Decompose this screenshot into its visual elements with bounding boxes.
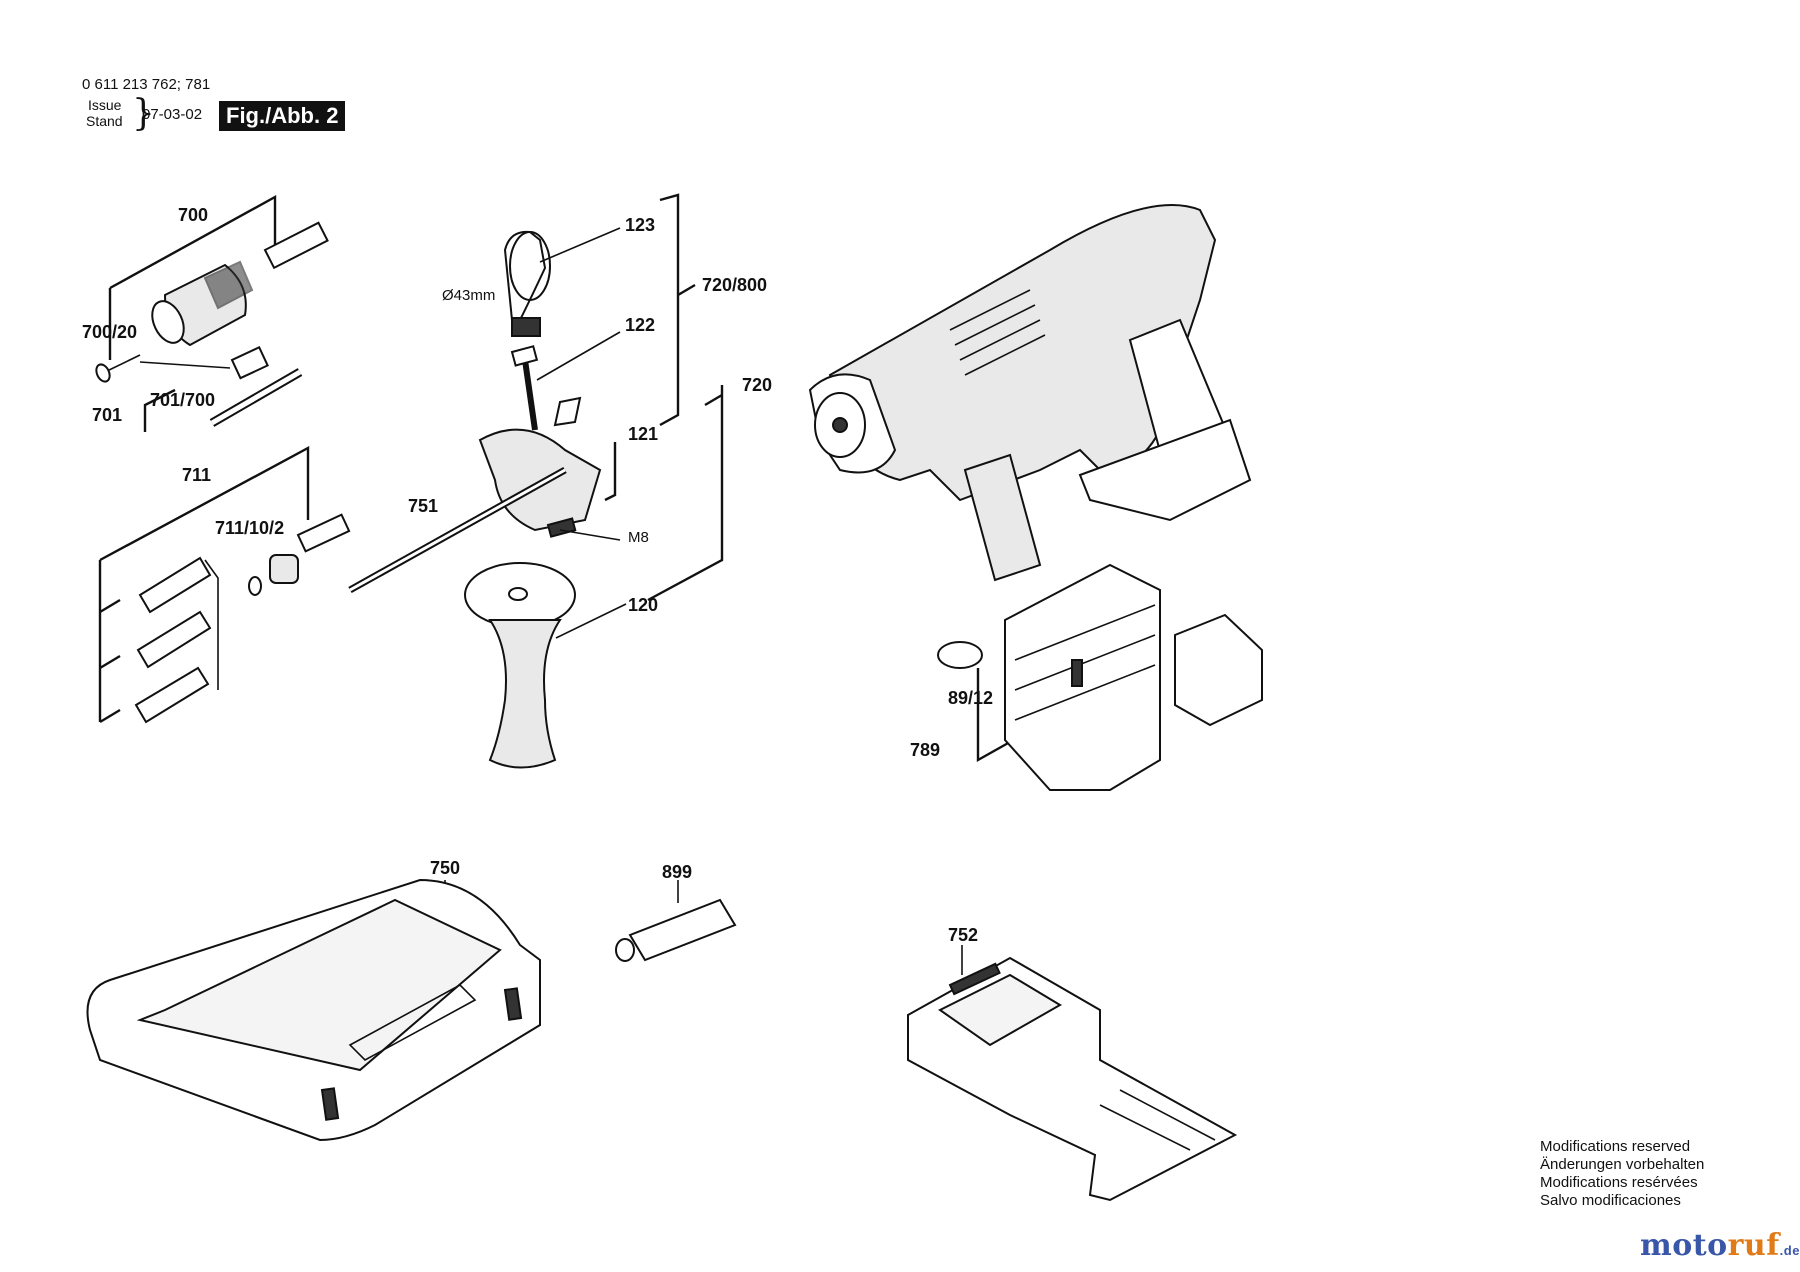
auxiliary-handle-group <box>348 193 724 769</box>
battery-pack <box>937 563 1263 791</box>
callout-700: 700 <box>178 205 209 225</box>
note-line-de: Änderungen vorbehalten <box>1540 1156 1705 1173</box>
modifications-note: Modifications reserved Änderungen vorbeh… <box>1540 1138 1704 1210</box>
callout-121: 121 <box>628 424 659 444</box>
grease-tube <box>615 880 737 962</box>
note-line-en: Modifications reserved <box>1540 1138 1691 1155</box>
figure-label: Fig./Abb. 2 <box>219 101 346 131</box>
callout-720-800: 720/800 <box>702 275 768 295</box>
callout-M8: M8 <box>628 529 649 546</box>
callout-720: 720 <box>742 375 773 395</box>
drill-chuck-group <box>95 194 329 432</box>
callout-43mm: Ø43mm <box>442 287 496 304</box>
date: 07-03-02 <box>142 106 203 123</box>
watermark-logo: motoruf.de <box>1640 1228 1800 1263</box>
callout-700-20: 700/20 <box>82 322 138 342</box>
note-line-fr: Modifications resérvées <box>1540 1174 1698 1191</box>
watermark-part2: ruf <box>1727 1228 1780 1263</box>
callout-701: 701 <box>92 405 123 425</box>
callout-751: 751 <box>408 496 439 516</box>
callout-750: 750 <box>430 858 461 878</box>
battery-charger <box>907 945 1238 1202</box>
stand-label: Stand <box>86 113 123 129</box>
hammer-drill-body <box>808 204 1252 582</box>
watermark-part1: moto <box>1640 1228 1728 1263</box>
callout-899: 899 <box>662 862 693 882</box>
part-number: 0 611 213 762; 781 <box>82 76 211 93</box>
issue-label: Issue <box>88 97 122 113</box>
callout-122: 122 <box>625 315 656 335</box>
callout-89-12: 89/12 <box>948 688 994 708</box>
callout-711-10-2: 711/10/2 <box>215 518 285 538</box>
brace-icon: } <box>132 93 155 134</box>
note-line-es: Salvo modificaciones <box>1540 1192 1681 1209</box>
callout-752: 752 <box>948 925 979 945</box>
callout-120: 120 <box>628 595 659 615</box>
callout-701-700: 701/700 <box>150 390 216 410</box>
callout-789: 789 <box>910 740 941 760</box>
screwdriver-bits-group <box>98 445 351 724</box>
carrying-case <box>86 878 541 1142</box>
callout-711: 711 <box>182 465 212 485</box>
callout-123: 123 <box>625 215 656 235</box>
watermark-suffix: .de <box>1779 1243 1800 1258</box>
